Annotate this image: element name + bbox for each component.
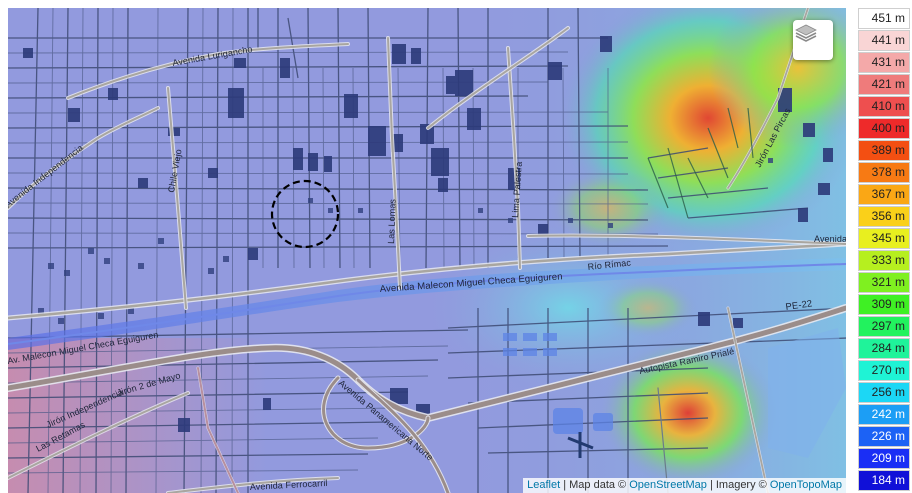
- legend-entry: 451 m: [858, 8, 910, 29]
- map-attribution: Leaflet | Map data © OpenStreetMap | Ima…: [523, 478, 846, 493]
- map-canvas[interactable]: Avenida Lurigancho Avenida Independencia…: [8, 8, 846, 493]
- legend-entry: 410 m: [858, 96, 910, 117]
- road-label-las-lomas: Las Lomas: [386, 198, 398, 244]
- legend-entry: 209 m: [858, 448, 910, 469]
- legend-entry: 309 m: [858, 294, 910, 315]
- road-label-avenida-ferrocarril: Avenida Ferrocarril: [250, 478, 328, 492]
- legend-entry: 270 m: [858, 360, 910, 381]
- road-label-rio-rimac: Río Rímac: [587, 257, 632, 272]
- layers-control-button[interactable]: [793, 20, 833, 60]
- road-label-avenida-east: Avenida: [814, 234, 846, 244]
- legend-entry: 431 m: [858, 52, 910, 73]
- legend-entry: 284 m: [858, 338, 910, 359]
- openstreetmap-link[interactable]: OpenStreetMap: [629, 479, 707, 491]
- attribution-separator-2: | Imagery ©: [706, 479, 770, 491]
- legend-entry: 321 m: [858, 272, 910, 293]
- legend-entry: 389 m: [858, 140, 910, 161]
- legend-entry: 256 m: [858, 382, 910, 403]
- attribution-separator-1: | Map data ©: [560, 479, 630, 491]
- opentopomap-link[interactable]: OpenTopoMap: [769, 479, 842, 491]
- legend-entry: 378 m: [858, 162, 910, 183]
- legend-entry: 367 m: [858, 184, 910, 205]
- selected-area-circle[interactable]: [270, 179, 340, 249]
- legend-entry: 297 m: [858, 316, 910, 337]
- legend-entry: 226 m: [858, 426, 910, 447]
- legend-entry: 356 m: [858, 206, 910, 227]
- legend-entry: 421 m: [858, 74, 910, 95]
- layers-stack-icon: [795, 24, 817, 42]
- legend-entry: 333 m: [858, 250, 910, 271]
- legend-entry: 400 m: [858, 118, 910, 139]
- legend-entry: 345 m: [858, 228, 910, 249]
- road-label-pe-22: PE-22: [785, 298, 813, 313]
- elevation-map[interactable]: Avenida Lurigancho Avenida Independencia…: [8, 8, 846, 493]
- road-label-lima-palestra: Lima Palestra: [510, 161, 524, 218]
- legend-entry: 242 m: [858, 404, 910, 425]
- legend-entry: 441 m: [858, 30, 910, 51]
- legend-entry: 184 m: [858, 470, 910, 491]
- leaflet-link[interactable]: Leaflet: [527, 479, 561, 491]
